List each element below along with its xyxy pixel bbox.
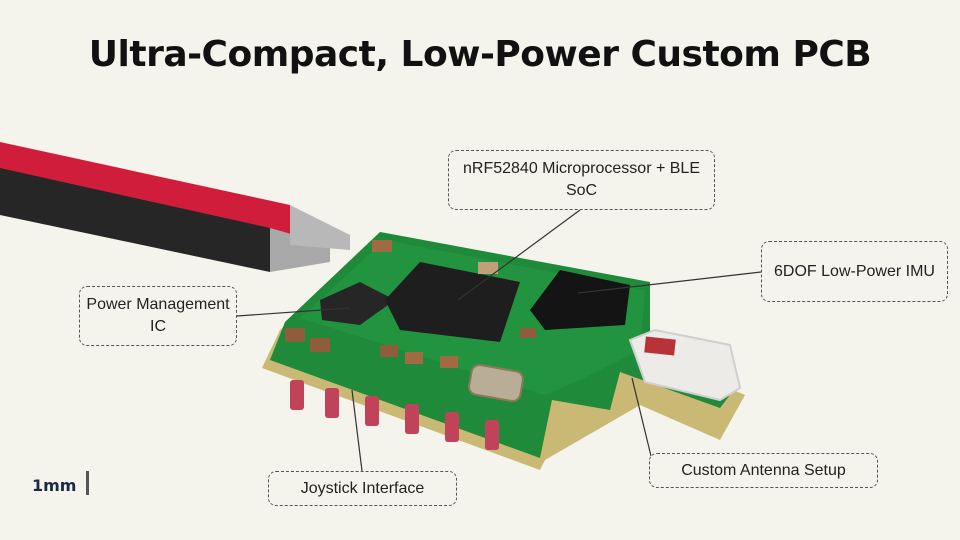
leader-line-imu xyxy=(577,271,762,294)
leader-line-antenna xyxy=(631,377,653,461)
joystick-pad xyxy=(485,420,499,450)
joystick-pad xyxy=(325,388,339,418)
passive-component xyxy=(372,240,392,252)
joystick-pad xyxy=(365,396,379,426)
callout-nrf52840: nRF52840 Microprocessor + BLE SoC xyxy=(448,150,715,210)
wire-tip-silver xyxy=(270,228,330,272)
callout-joystick-interface: Joystick Interface xyxy=(268,471,457,506)
wire-tip-silver-2 xyxy=(290,205,350,250)
passive-component xyxy=(440,356,458,368)
nrf-chip xyxy=(385,262,520,342)
scale-label: 1mm xyxy=(32,476,77,495)
slide-title: Ultra-Compact, Low-Power Custom PCB xyxy=(88,34,872,75)
scale-bar xyxy=(86,471,89,495)
black-wire xyxy=(0,168,270,272)
leader-line-joystick xyxy=(351,389,363,472)
leader-line-nrf xyxy=(457,209,581,301)
passive-component xyxy=(380,345,398,357)
imu-chip xyxy=(530,270,630,330)
crystal xyxy=(468,363,524,403)
callout-imu: 6DOF Low-Power IMU xyxy=(761,241,948,302)
pmic-chip xyxy=(320,282,395,325)
joystick-pad xyxy=(405,404,419,434)
joystick-pad xyxy=(290,380,304,410)
joystick-pad xyxy=(445,412,459,442)
passive-component xyxy=(285,328,305,342)
leader-line-pmic xyxy=(236,307,351,317)
passive-component xyxy=(478,262,498,274)
passive-component xyxy=(310,338,330,352)
callout-antenna-setup: Custom Antenna Setup xyxy=(649,453,878,488)
passive-component xyxy=(520,328,536,338)
antenna-marking xyxy=(644,336,676,356)
passive-component xyxy=(405,352,423,364)
callout-power-management: Power Management IC xyxy=(79,286,237,346)
